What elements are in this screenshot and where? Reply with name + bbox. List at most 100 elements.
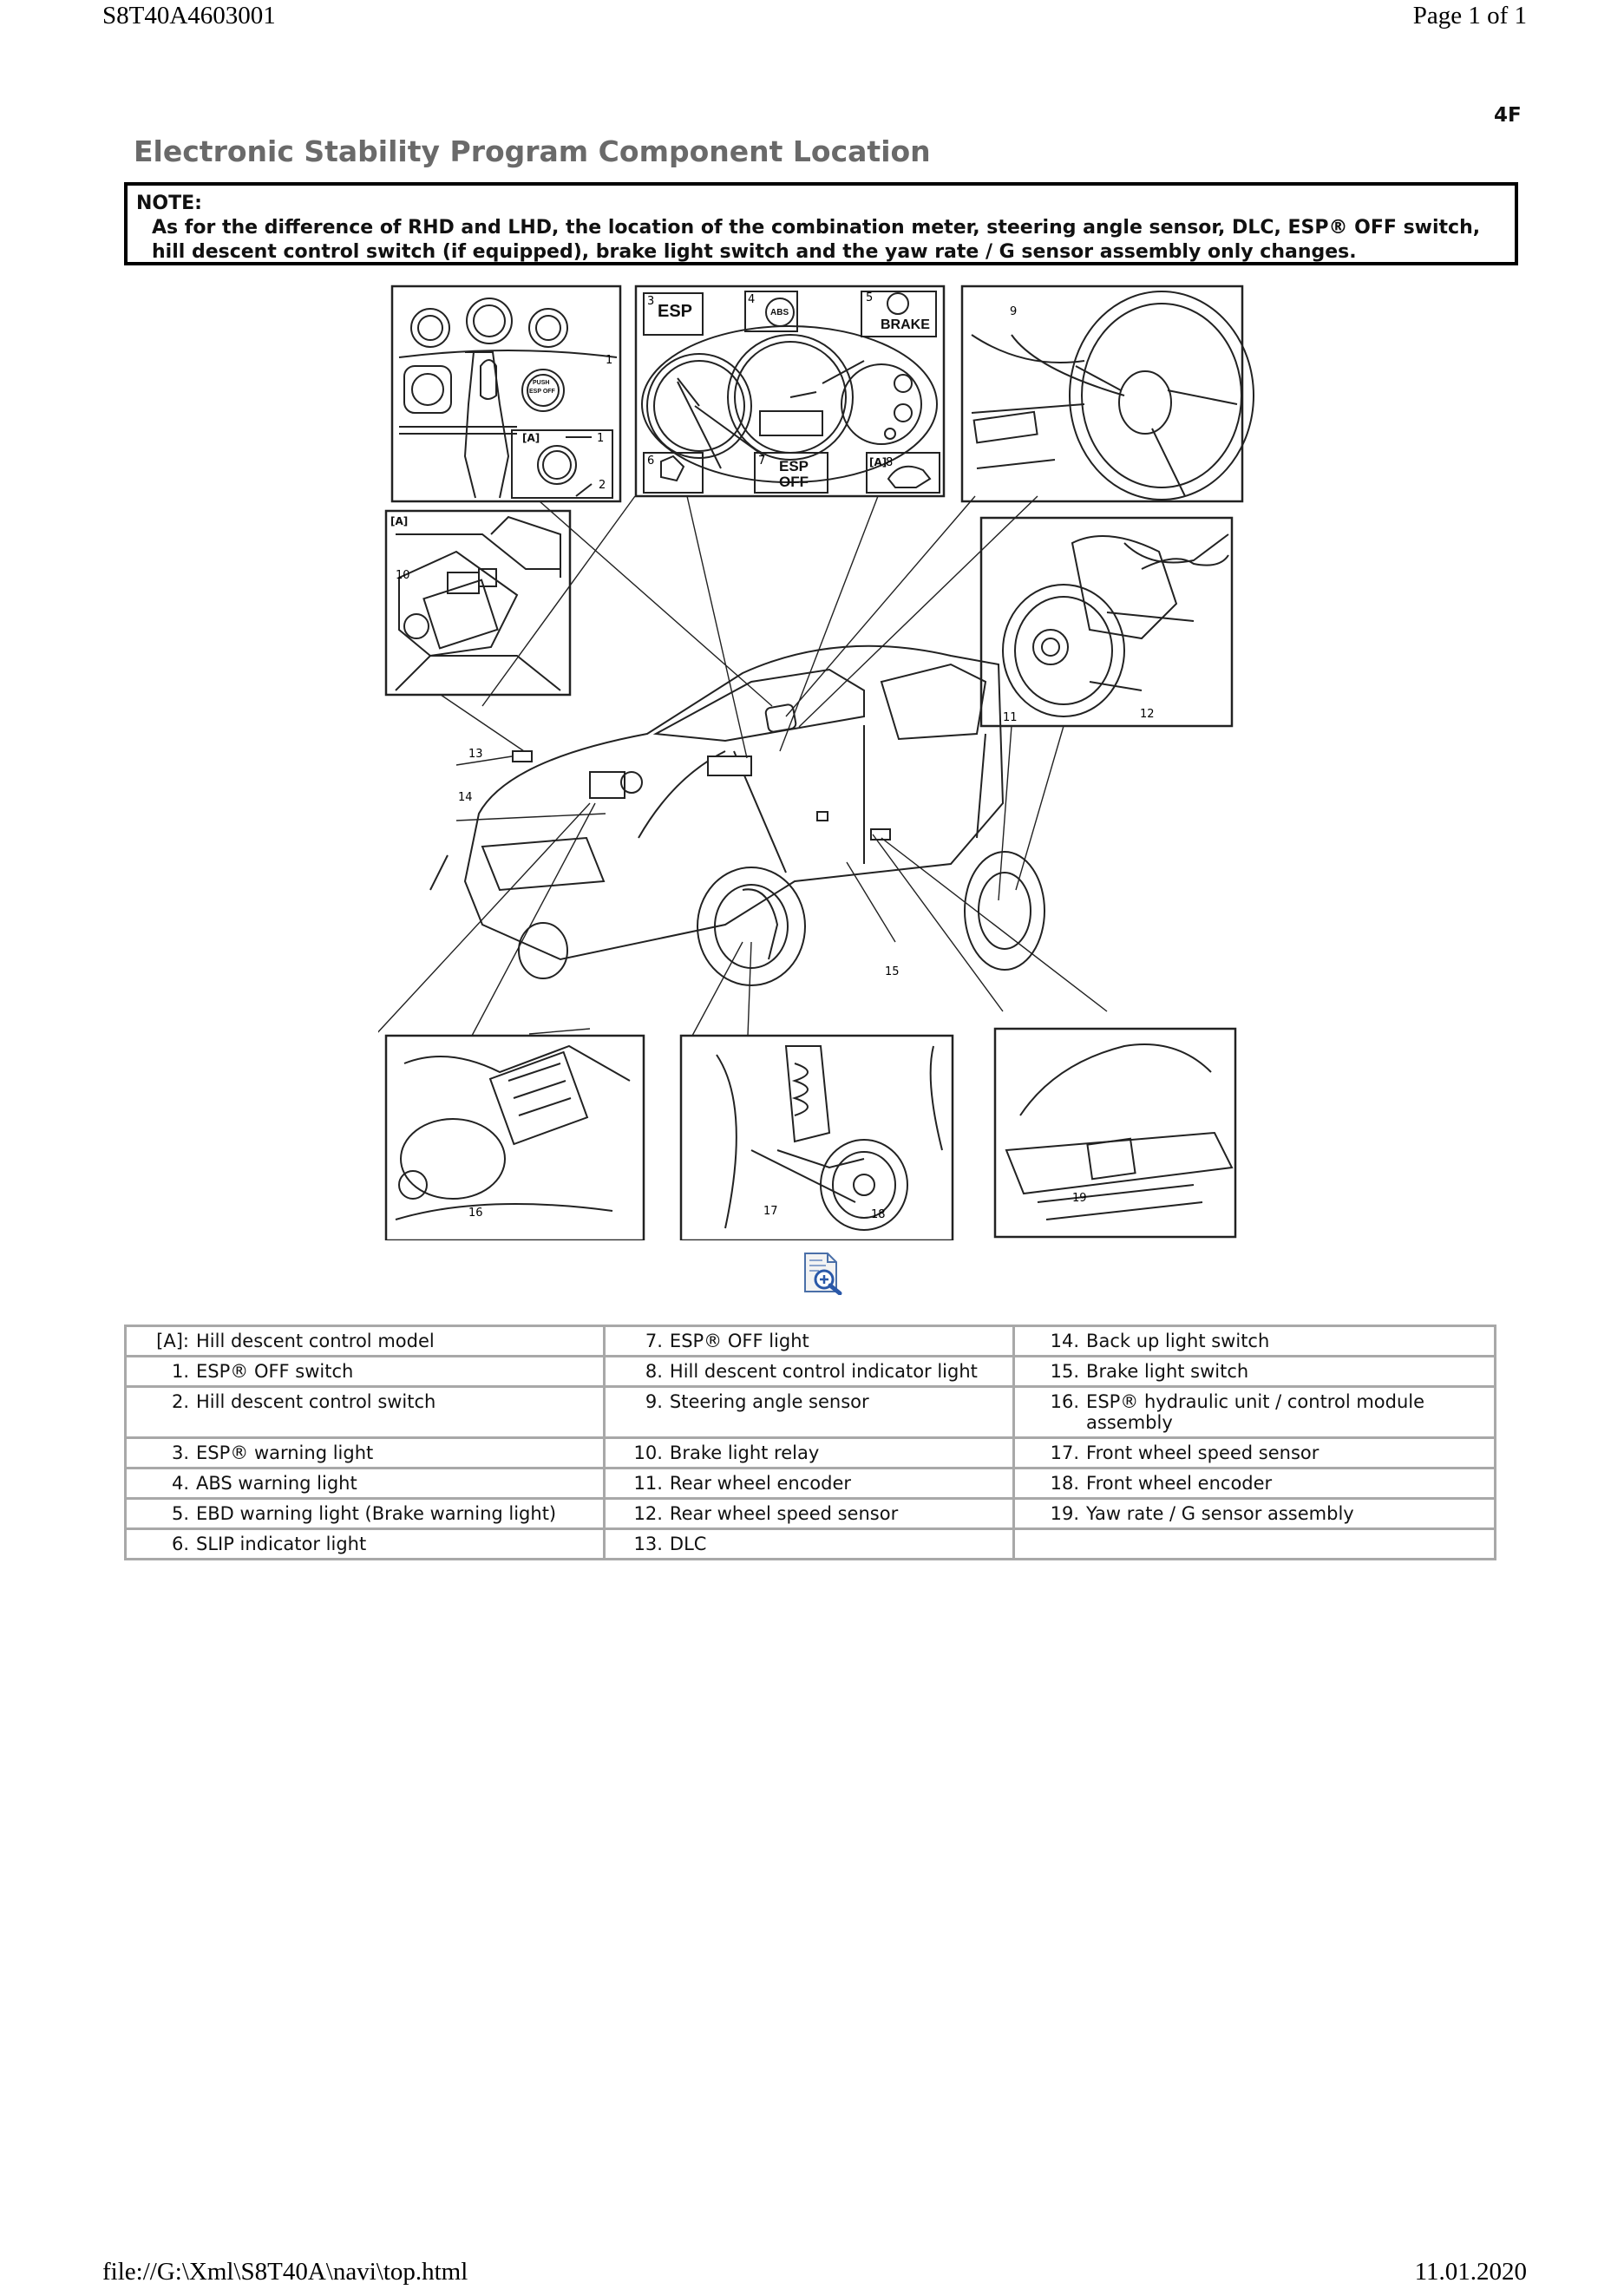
legend-item-number: 9.	[645, 1391, 663, 1412]
panel-tag-hdc-switch: [A]	[522, 432, 540, 444]
combination-meter-panel	[634, 285, 946, 498]
legend-cell: 14. Back up light switch	[1012, 1325, 1496, 1357]
legend-item-number: 7.	[645, 1331, 663, 1351]
legend-row: 6. SLIP indicator light 13. DLC	[124, 1527, 1496, 1560]
callout-17: 17	[763, 1205, 778, 1218]
legend-item-number: 14.	[1050, 1331, 1080, 1351]
legend-row: 2. Hill descent control switch 9. Steering …	[124, 1385, 1496, 1439]
callout-15: 15	[885, 965, 900, 978]
callout-5: 5	[866, 291, 874, 304]
legend-item-number: 2.	[171, 1391, 189, 1412]
vehicle-outline	[429, 644, 1045, 986]
note-text: As for the difference of RHD and LHD, th…	[152, 217, 1481, 263]
legend-cell: [A]:Hill descent control model	[124, 1325, 606, 1357]
callout-14: 14	[458, 791, 473, 804]
callout-16: 16	[468, 1207, 483, 1220]
legend-cell: 15. Brake light switch	[1012, 1355, 1496, 1388]
callout-9: 9	[1010, 305, 1018, 318]
legend-item-number: 4.	[171, 1473, 189, 1494]
legend-cell: 5.EBD warning light (Brake warning light…	[124, 1497, 606, 1530]
header-page-number: Page 1 of 1	[1412, 2, 1527, 29]
legend-cell: 6. SLIP indicator light	[124, 1527, 606, 1560]
legend-cell	[1012, 1527, 1496, 1560]
section-code: 4F	[1494, 104, 1522, 127]
callout-19: 19	[1072, 1192, 1087, 1205]
esp-off-switch-label: ESP OFF	[529, 389, 555, 395]
legend-row: 5.EBD warning light (Brake warning light…	[124, 1497, 1496, 1530]
callout-6: 6	[647, 455, 655, 468]
rear-brake-panel	[979, 516, 1234, 728]
legend-item-text: Yaw rate / G sensor assembly	[1086, 1503, 1354, 1524]
footer-date: 11.01.2020	[1414, 2258, 1527, 2286]
note-box: NOTE: As for the difference of RHD and L…	[124, 182, 1518, 265]
legend-item-text: DLC	[669, 1534, 707, 1554]
yaw-sensor-panel	[993, 1027, 1237, 1239]
legend-row: 1. ESP® OFF switch 8. Hill descent control …	[124, 1355, 1496, 1388]
callout-8: 8	[886, 456, 894, 469]
zoom-icon[interactable]	[802, 1252, 843, 1295]
legend-item-text: Brake light relay	[669, 1442, 820, 1463]
legend-item-text: Front wheel speed sensor	[1086, 1442, 1320, 1463]
callout-7: 7	[758, 455, 766, 468]
page-title: Electronic Stability Program Component L…	[134, 134, 931, 168]
hydraulic-unit-panel	[384, 1034, 645, 1240]
brake-warning-icon: BRAKE	[881, 317, 930, 332]
legend-cell: 16.ESP® hydraulic unit / control module …	[1012, 1385, 1496, 1439]
legend-item-number: 11.	[633, 1473, 663, 1494]
callout-18: 18	[871, 1208, 886, 1221]
legend-item-number: [A]:	[156, 1331, 189, 1351]
legend-item-number: 1.	[171, 1361, 189, 1382]
legend-cell: 11.Rear wheel encoder	[602, 1467, 1016, 1500]
push-switch-label: PUSH	[533, 380, 550, 386]
legend-cell: 7.ESP® OFF light	[602, 1325, 1016, 1357]
legend-item-text: ESP® warning light	[196, 1442, 374, 1463]
legend-cell: 12. Rear wheel speed sensor	[602, 1497, 1016, 1530]
legend-item-text: Steering angle sensor	[669, 1391, 869, 1412]
legend-item-number: 17.	[1050, 1442, 1080, 1463]
legend-item-number: 6.	[171, 1534, 189, 1554]
diagram-illustration	[378, 285, 1254, 1240]
legend-item-text: Front wheel encoder	[1086, 1473, 1273, 1494]
legend-item-number: 19.	[1050, 1503, 1080, 1524]
console-switch-panel	[390, 285, 622, 503]
legend-cell: 2. Hill descent control switch	[124, 1385, 606, 1439]
legend-item-number: 16.	[1050, 1391, 1080, 1412]
component-location-diagram: 1 1 2 3 4 5 6 7 8 9 10 11 12 13 14 15 16…	[378, 283, 1256, 1240]
legend-item-text: Hill descent control indicator light	[669, 1361, 978, 1382]
legend-cell: 17. Front wheel speed sensor	[1012, 1436, 1496, 1469]
steering-wheel-panel	[960, 285, 1254, 503]
panel-tag-relay: [A]	[390, 515, 409, 527]
callout-13: 13	[468, 748, 483, 761]
legend-cell: 18. Front wheel encoder	[1012, 1467, 1496, 1500]
legend-item-number: 18.	[1050, 1473, 1080, 1494]
legend-item-number: 12.	[633, 1503, 663, 1524]
legend-cell: 19. Yaw rate / G sensor assembly	[1012, 1497, 1496, 1530]
legend-cell: 8. Hill descent control indicator light	[602, 1355, 1016, 1388]
legend-item-number: 3.	[171, 1442, 189, 1463]
legend-item-text: Back up light switch	[1086, 1331, 1270, 1351]
legend-row: 3. ESP® warning light 10. Brake light relay…	[124, 1436, 1496, 1469]
legend-item-number: 15.	[1050, 1361, 1080, 1382]
panel-tag-hdc-light: [A]	[869, 456, 887, 468]
header-doc-id: S8T40A4603001	[102, 2, 276, 29]
callout-2: 2	[599, 479, 606, 492]
legend-item-number: 8.	[645, 1361, 663, 1382]
callout-11: 11	[1003, 711, 1018, 724]
legend-item-number: 13.	[633, 1534, 663, 1554]
legend-item-text: Brake light switch	[1086, 1361, 1249, 1382]
callout-3: 3	[647, 295, 655, 308]
relay-box-panel	[384, 509, 572, 697]
legend-item-text: Hill descent control switch	[196, 1391, 436, 1412]
esp-off-icon-line2: OFF	[779, 474, 809, 490]
footer-file-path: file://G:\Xml\S8T40A\navi\top.html	[102, 2258, 468, 2286]
legend-item-text: ESP® OFF switch	[196, 1361, 354, 1382]
legend-item-text: SLIP indicator light	[196, 1534, 367, 1554]
legend-item-text: Rear wheel speed sensor	[669, 1503, 899, 1524]
legend-item-number: 10.	[633, 1442, 663, 1463]
legend-item-text: ABS warning light	[196, 1473, 357, 1494]
esp-off-icon-line1: ESP	[779, 458, 809, 474]
legend-cell: 13. DLC	[602, 1527, 1016, 1560]
legend-item-number: 5.	[171, 1503, 189, 1524]
